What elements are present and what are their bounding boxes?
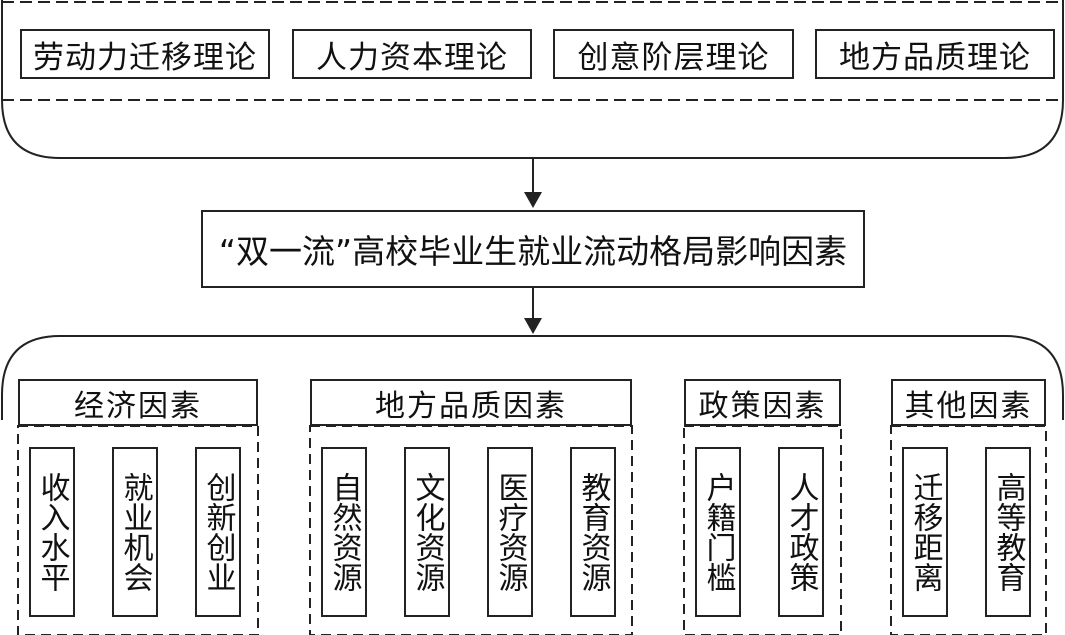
- arrow-bottom-head: [524, 318, 542, 334]
- theory-box-creative-class: 创意阶层理论: [553, 29, 794, 79]
- category-economic: 经济因素: [18, 379, 258, 426]
- item-talent-policy: 人才政策: [778, 447, 824, 617]
- item-migration-distance: 迁移距离: [902, 447, 948, 617]
- theory-box-place-quality: 地方品质理论: [815, 29, 1055, 79]
- policy-items-container: [683, 425, 842, 635]
- place-quality-items-container: [309, 425, 633, 635]
- theory-group-bracket: [1, 0, 1064, 159]
- category-other: 其他因素: [891, 379, 1046, 426]
- economic-items-container: [17, 425, 259, 635]
- item-income-level: 收入水平: [29, 447, 75, 617]
- item-innovation-entrepreneurship: 创新创业: [195, 447, 241, 617]
- item-natural-resources: 自然资源: [321, 447, 367, 617]
- factor-group-bracket: [1, 335, 1064, 420]
- theory-box-human-capital: 人力资本理论: [292, 29, 532, 79]
- category-policy: 政策因素: [684, 379, 841, 426]
- item-hukou-threshold: 户籍门槛: [695, 447, 741, 617]
- theory-box-labor-migration: 劳动力迁移理论: [20, 29, 270, 79]
- central-factors-box: “双一流”高校毕业生就业流动格局影响因素: [201, 210, 865, 288]
- category-place-quality: 地方品质因素: [310, 379, 632, 426]
- arrow-top-head: [524, 192, 542, 208]
- item-job-opportunity: 就业机会: [112, 447, 158, 617]
- item-education-resources: 教育资源: [570, 447, 616, 617]
- item-medical-resources: 医疗资源: [487, 447, 533, 617]
- item-higher-education: 高等教育: [985, 447, 1031, 617]
- item-cultural-resources: 文化资源: [404, 447, 450, 617]
- other-items-container: [890, 425, 1047, 635]
